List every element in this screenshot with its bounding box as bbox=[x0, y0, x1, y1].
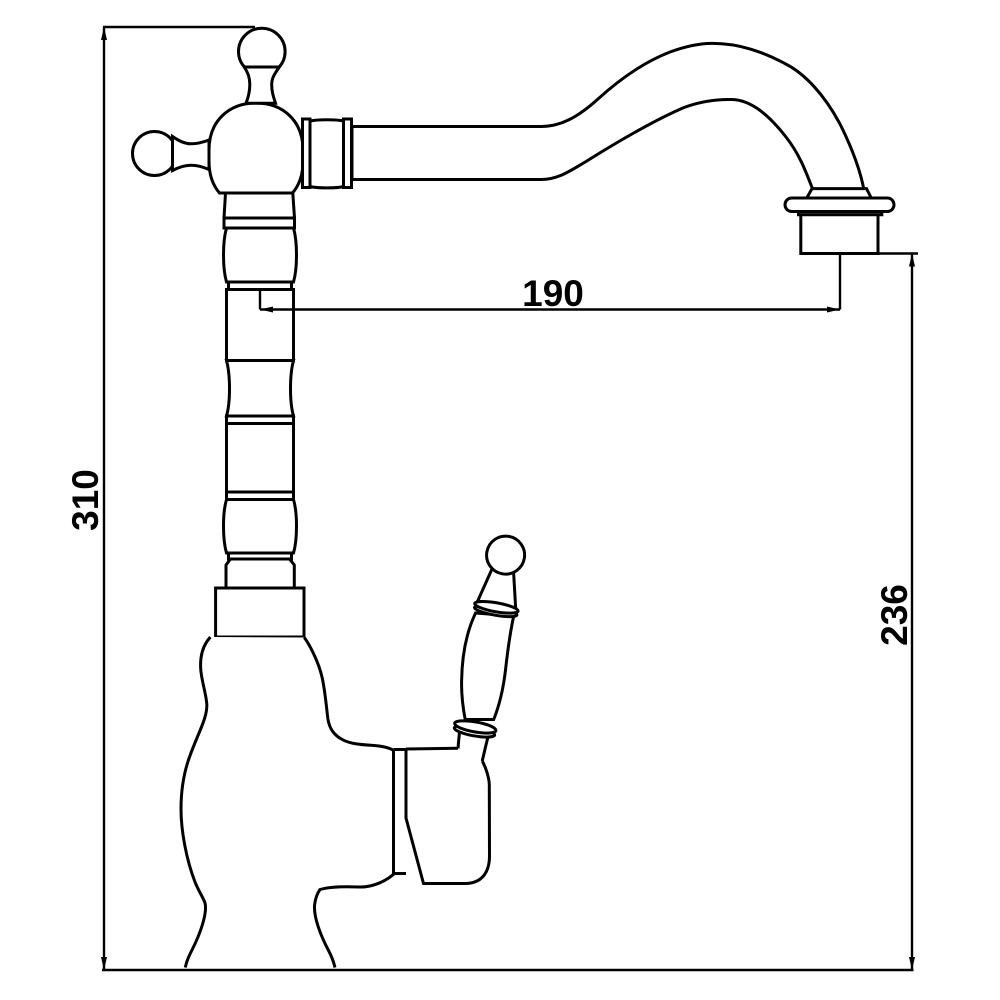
svg-text:236: 236 bbox=[874, 584, 915, 646]
svg-text:310: 310 bbox=[65, 469, 106, 531]
svg-text:190: 190 bbox=[522, 273, 584, 314]
